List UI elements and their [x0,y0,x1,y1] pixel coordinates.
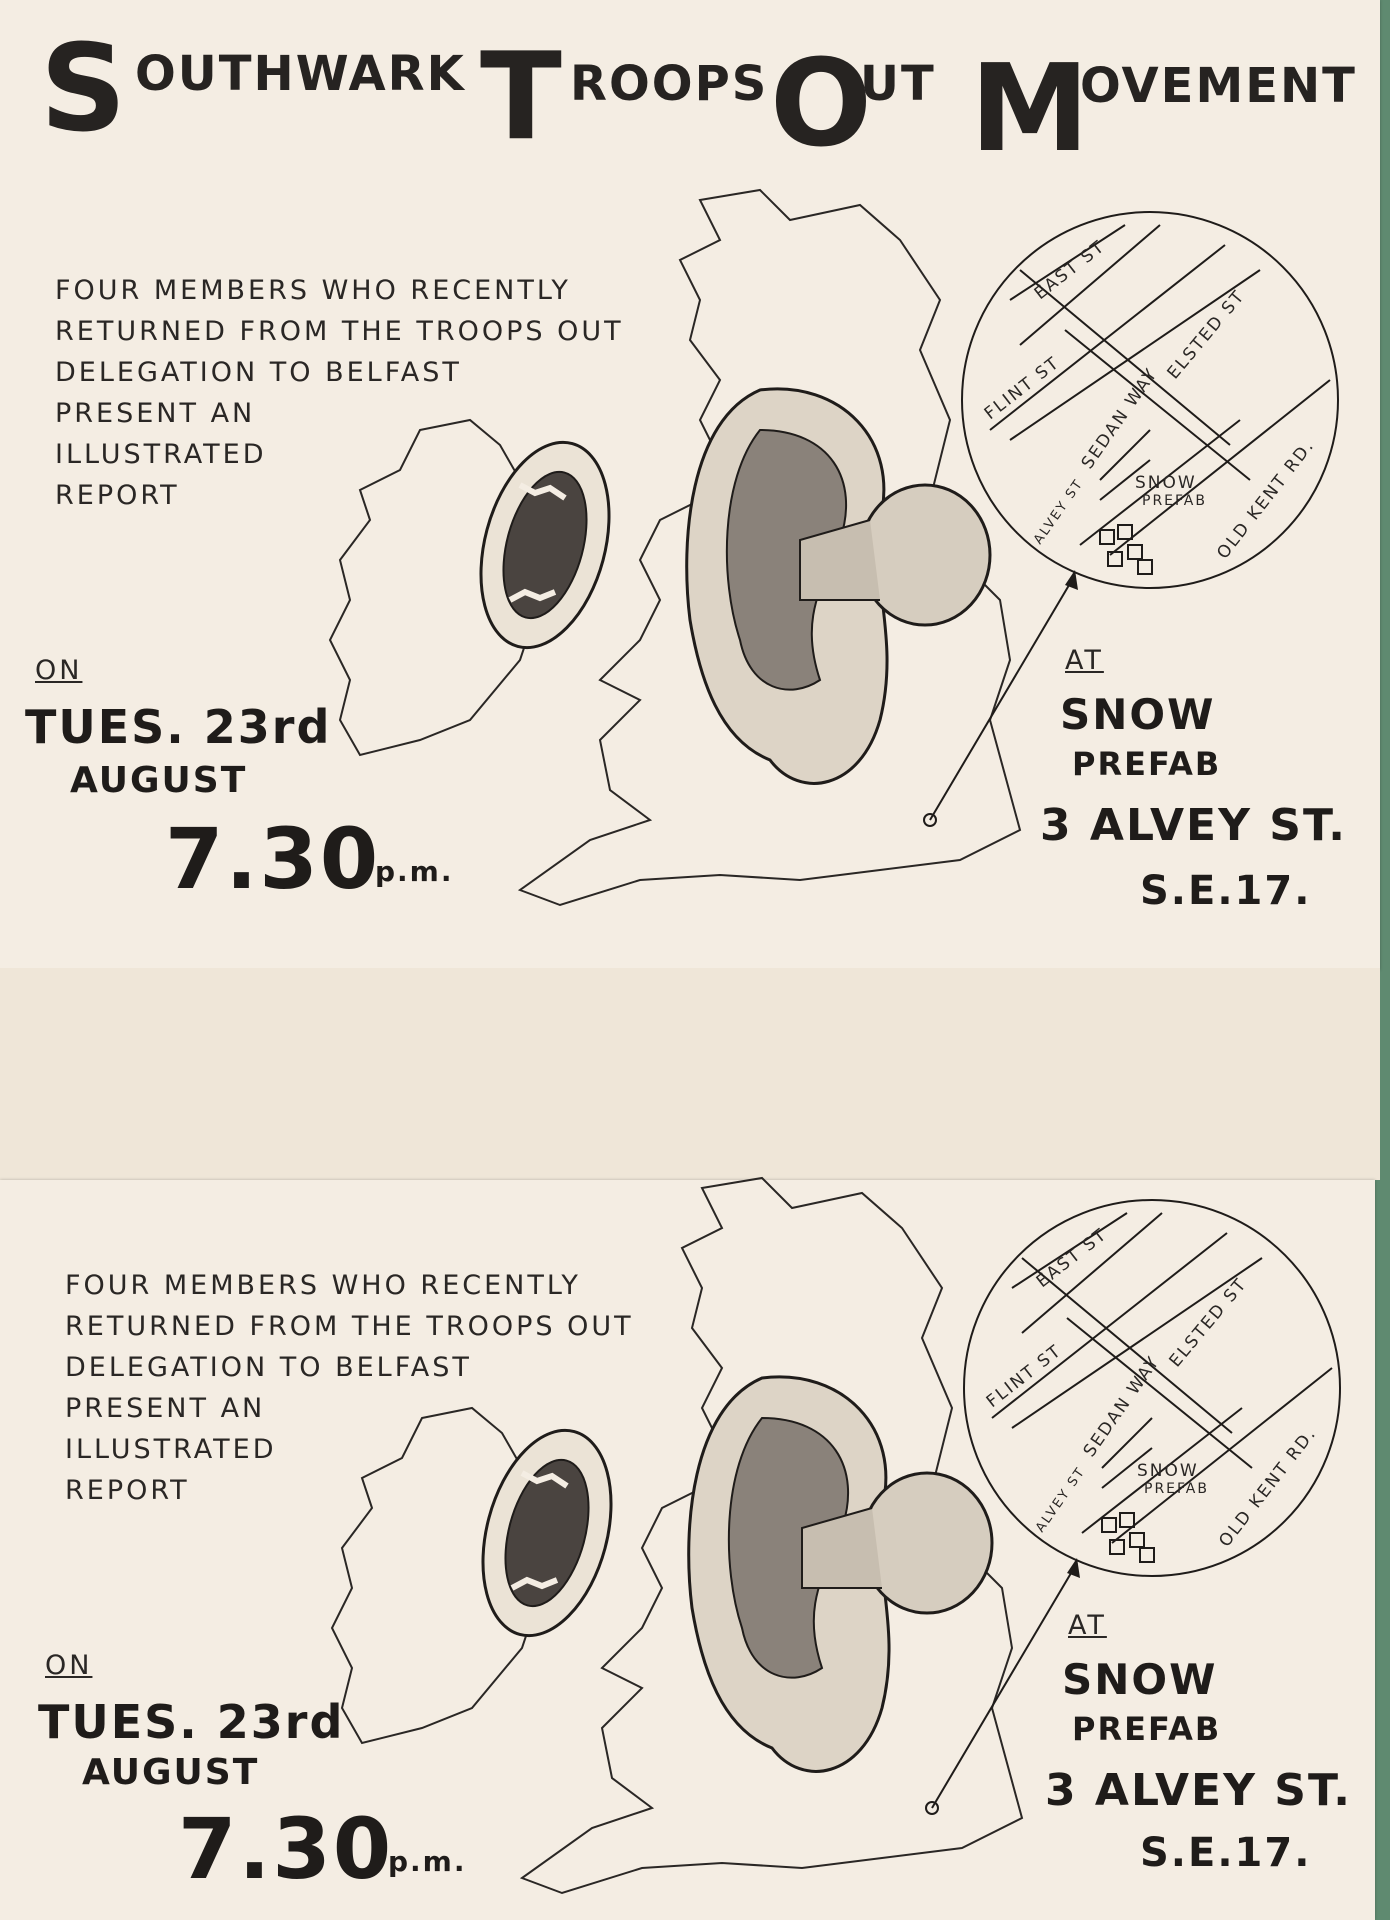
description-line: REPORT [55,480,180,511]
time-suffix: p.m. [375,855,454,888]
at-label: AT [1068,1610,1107,1641]
description-line: RETURNED FROM THE TROOPS OUT [65,1311,634,1342]
description-line: REPORT [65,1475,190,1506]
title-word: OUTHWARK [135,46,466,102]
paper-gap [0,968,1380,1180]
event-time: 7.30 [178,1800,394,1898]
title-letter: O [770,35,875,174]
venue-address: 3 ALVEY ST. [1040,800,1347,851]
event-time: 7.30 [165,810,381,908]
description: FOUR MEMBERS WHO RECENTLY RETURNED FROM T… [55,270,624,516]
on-label: ON [35,655,83,686]
title-letter: M [970,40,1092,179]
description-line: ILLUSTRATED [55,439,267,470]
title-letter: T [480,28,564,167]
venue-name-2: PREFAB [1072,1710,1222,1748]
poster-title: S OUTHWARK T ROOPS O UT M OVEMENT [40,30,1360,180]
description-line: FOUR MEMBERS WHO RECENTLY [55,275,571,306]
title-letter: S [40,20,129,159]
venue-address: 3 ALVEY ST. [1045,1765,1352,1816]
description-line: PRESENT AN [55,398,256,429]
venue-postcode: S.E.17. [1140,868,1312,914]
venue-name: SNOW [1062,1655,1218,1704]
description-line: DELEGATION TO BELFAST [65,1352,472,1383]
on-label: ON [45,1650,93,1681]
description-line: FOUR MEMBERS WHO RECENTLY [65,1270,581,1301]
event-month: AUGUST [82,1752,260,1793]
at-label: AT [1065,645,1104,676]
title-word: OVEMENT [1080,58,1357,114]
venue-postcode: S.E.17. [1140,1830,1312,1876]
venue-name: SNOW [1060,690,1216,739]
description-line: DELEGATION TO BELFAST [55,357,462,388]
description-line: RETURNED FROM THE TROOPS OUT [55,316,624,347]
event-date: TUES. 23rd [25,700,332,754]
event-date: TUES. 23rd [38,1695,345,1749]
venue-name-2: PREFAB [1072,745,1222,783]
event-month: AUGUST [70,760,248,801]
title-word: ROOPS [570,56,769,112]
description-line: PRESENT AN [65,1393,266,1424]
description-line: ILLUSTRATED [65,1434,277,1465]
title-word: UT [860,56,936,112]
description: FOUR MEMBERS WHO RECENTLY RETURNED FROM T… [65,1265,634,1511]
time-suffix: p.m. [388,1845,467,1878]
